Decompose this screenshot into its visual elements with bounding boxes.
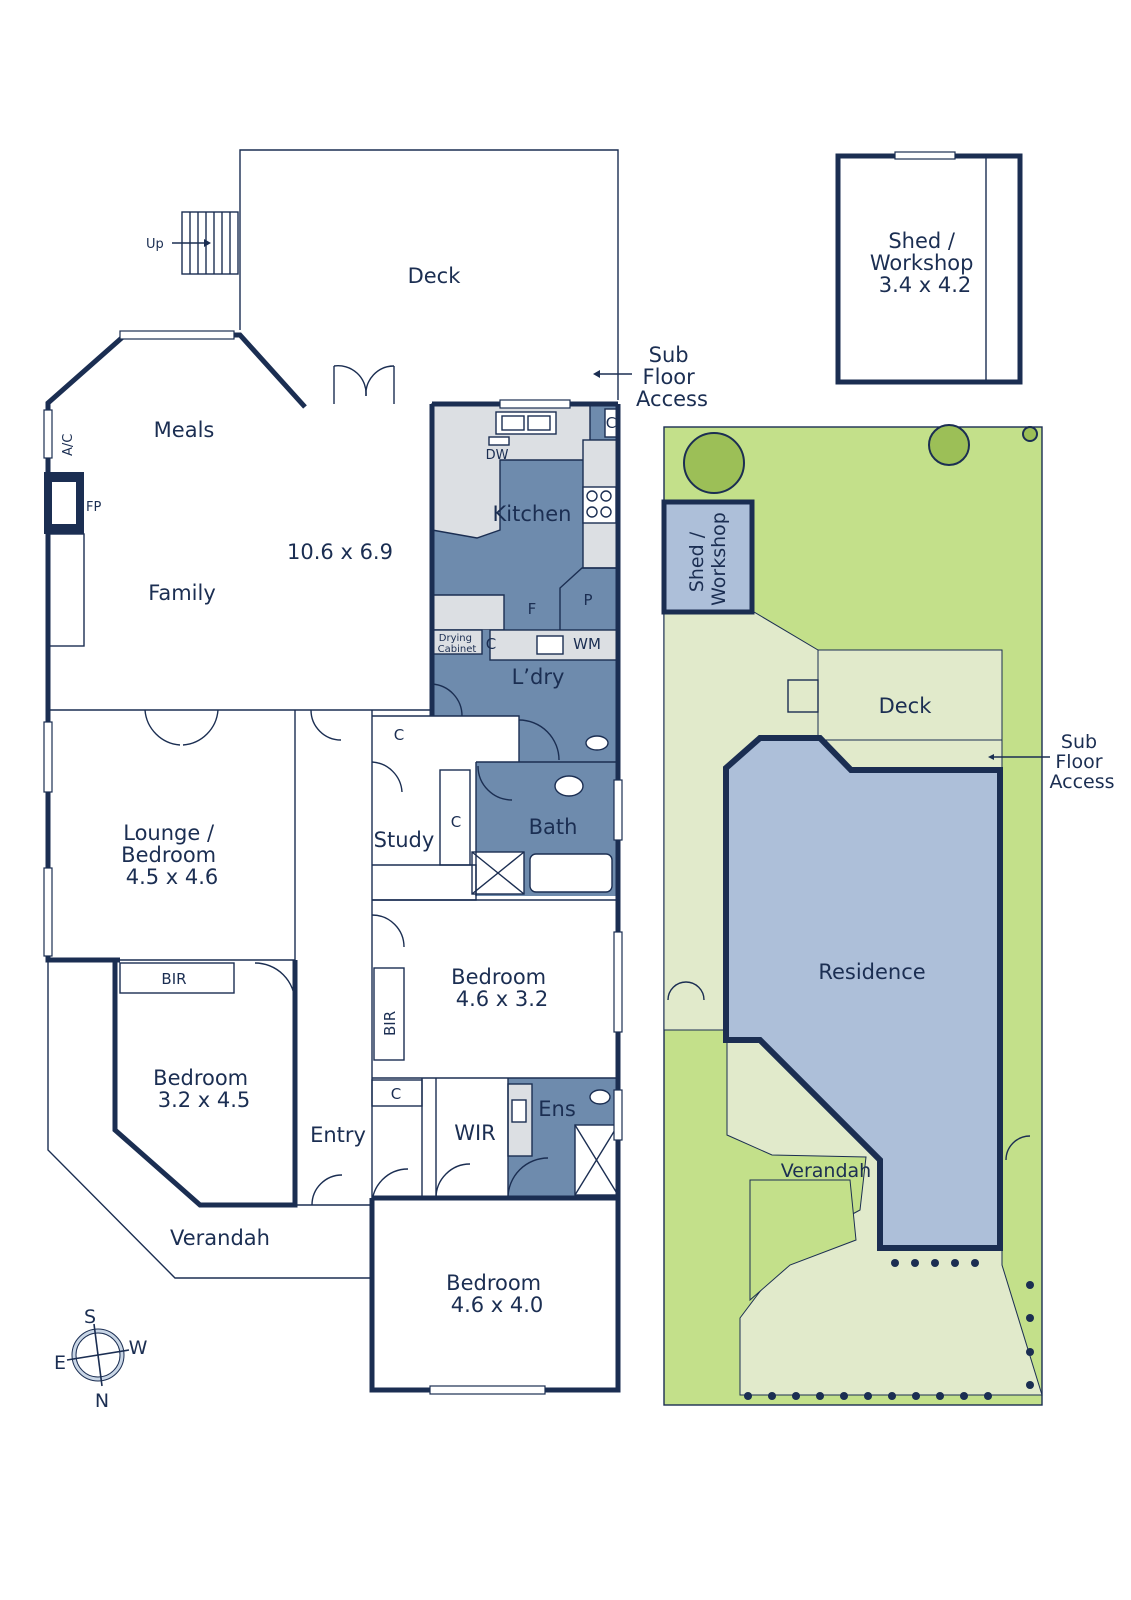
living-dims-label: 10.6 x 6.9 [287, 540, 393, 564]
bir-label-1: BIR [161, 970, 186, 988]
laundry-c-label: C [486, 635, 496, 653]
site-deck-label: Deck [879, 694, 933, 718]
fridge-label: F [528, 600, 537, 618]
study-cupboard-label: C [451, 813, 461, 831]
compass-w: W [129, 1337, 148, 1359]
kitchen-c-label: C [606, 414, 616, 432]
dw-label: DW [486, 448, 509, 463]
verandah-label: Verandah [170, 1226, 270, 1250]
compass: S E W N [54, 1306, 148, 1412]
bath-label: Bath [529, 815, 578, 839]
sub-floor-label: Sub Floor Access [636, 343, 708, 411]
house-walls [43, 330, 623, 1395]
laundry-label: L’dry [512, 665, 565, 689]
room-labels: Meals A/C FP 10.6 x 6.9 Family Kitchen D… [61, 414, 616, 1317]
compass-n: N [95, 1390, 109, 1412]
bedroom-2-label: Bedroom 4.6 x 3.2 [451, 965, 553, 1011]
up-label: Up [146, 237, 164, 252]
site-verandah-label: Verandah [781, 1160, 871, 1182]
ac-label: A/C [61, 434, 76, 456]
study-label: Study [374, 828, 435, 852]
deck-label: Deck [408, 264, 462, 288]
wm-label: WM [573, 635, 601, 653]
hall-c-label: C [391, 1085, 401, 1103]
deck-area: Up Deck Sub Floor Access [146, 149, 708, 411]
drying-cabinet-label: Drying Cabinet [438, 633, 477, 655]
bedroom-main-label: Bedroom 4.6 x 4.0 [446, 1271, 548, 1317]
wet-areas [431, 403, 619, 1196]
fp-label: FP [86, 500, 101, 515]
residence-label: Residence [818, 960, 925, 984]
wir-label: WIR [454, 1121, 496, 1145]
site-shed-label: Shed / Workshop [686, 512, 730, 606]
lounge-label: Lounge / Bedroom 4.5 x 4.6 [121, 821, 223, 889]
site-sub-floor-label: Sub Floor Access [1049, 731, 1114, 793]
site-plan: Shed / Workshop Deck Residence Verandah … [661, 424, 1115, 1406]
ens-label: Ens [538, 1097, 576, 1121]
compass-e: E [54, 1352, 66, 1374]
shed-label: Shed / Workshop 3.4 x 4.2 [870, 229, 980, 297]
bedroom-3-label: Bedroom 3.2 x 4.5 [153, 1066, 255, 1112]
entry-label: Entry [310, 1123, 366, 1147]
family-label: Family [148, 581, 216, 605]
compass-s: S [84, 1306, 96, 1328]
meals-label: Meals [154, 418, 215, 442]
bir-label-2: BIR [381, 1011, 399, 1036]
pantry-label: P [583, 591, 592, 609]
shed: Shed / Workshop 3.4 x 4.2 [835, 151, 1023, 385]
kitchen-label: Kitchen [493, 502, 572, 526]
study-c-label: C [394, 726, 404, 744]
